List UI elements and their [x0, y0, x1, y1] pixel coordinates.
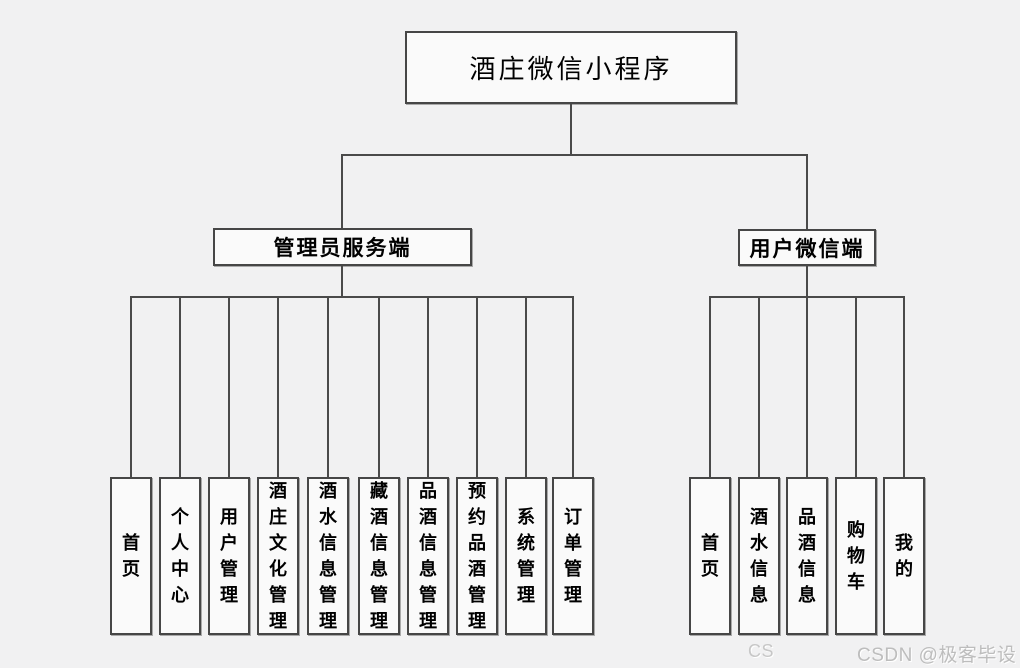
connector-admin-drop-1 [130, 296, 132, 477]
node-user-branch-label: 用户微信端 [749, 237, 865, 261]
connector-admin-drop-7 [427, 296, 429, 477]
node-label: 个人中心 [171, 507, 189, 605]
node-admin-profile-center: 个人中心 [159, 477, 201, 635]
connector-to-user [806, 154, 808, 229]
node-user-branch: 用户微信端 [738, 229, 876, 266]
connector-user-drop-1 [709, 296, 711, 477]
node-admin-tasting-info-mgmt: 品酒信息管理 [407, 477, 449, 635]
node-label: 藏酒信息管理 [370, 481, 388, 631]
connector-admin-drop-10 [572, 296, 574, 477]
node-label: 酒水信息管理 [319, 481, 337, 631]
node-admin-beverage-info-mgmt: 酒水信息管理 [307, 477, 349, 635]
connector-user-drop-5 [903, 296, 905, 477]
connector-admin-drop-6 [378, 296, 380, 477]
node-admin-wine-collection-info-mgmt: 藏酒信息管理 [358, 477, 400, 635]
connector-admin-drop-8 [476, 296, 478, 477]
node-label: 订单管理 [564, 507, 582, 605]
node-admin-home: 首页 [110, 477, 152, 635]
node-user-tasting-info: 品酒信息 [786, 477, 828, 635]
node-label: 用户管理 [220, 507, 238, 605]
node-admin-winery-culture-mgmt: 酒庄文化管理 [257, 477, 299, 635]
node-admin-branch-label: 管理员服务端 [273, 237, 412, 260]
connector-user-drop-4 [855, 296, 857, 477]
node-label: 酒庄文化管理 [269, 481, 287, 631]
csdn-watermark-partial: CS [748, 641, 775, 661]
connector-admin-stub [341, 266, 343, 298]
connector-admin-drop-3 [228, 296, 230, 477]
connector-user-stub [806, 265, 808, 298]
node-root-label: 酒庄微信小程序 [469, 54, 673, 84]
csdn-watermark: CSDN @极客毕设 [857, 645, 1017, 666]
node-admin-user-mgmt: 用户管理 [208, 477, 250, 635]
connector-root-stub [570, 104, 572, 156]
node-label: 系统管理 [517, 507, 535, 605]
node-user-mine: 我的 [883, 477, 925, 635]
node-label: 品酒信息 [798, 507, 816, 605]
node-admin-tasting-reservation-mgmt: 预约品酒管理 [456, 477, 498, 635]
connector-admin-drop-2 [179, 296, 181, 477]
node-label: 酒水信息 [750, 507, 768, 605]
connector-main-bus [341, 154, 808, 156]
node-label: 购物车 [847, 520, 865, 592]
connector-admin-drop-5 [327, 296, 329, 477]
node-admin-system-mgmt: 系统管理 [505, 477, 547, 635]
node-label: 我的 [895, 533, 913, 579]
connector-user-drop-2 [758, 296, 760, 477]
node-root: 酒庄微信小程序 [405, 31, 737, 104]
node-admin-branch: 管理员服务端 [213, 228, 472, 266]
node-label: 首页 [122, 533, 140, 579]
connector-admin-drop-9 [525, 296, 527, 477]
node-user-cart: 购物车 [835, 477, 877, 635]
connector-user-drop-3 [806, 296, 808, 477]
node-label: 首页 [701, 533, 719, 579]
connector-admin-drop-4 [277, 296, 279, 477]
node-admin-order-mgmt: 订单管理 [552, 477, 594, 635]
connector-admin-bus [130, 296, 574, 298]
node-label: 品酒信息管理 [419, 481, 437, 631]
node-user-home: 首页 [689, 477, 731, 635]
node-label: 预约品酒管理 [468, 481, 486, 631]
node-user-beverage-info: 酒水信息 [738, 477, 780, 635]
connector-to-admin [341, 154, 343, 228]
